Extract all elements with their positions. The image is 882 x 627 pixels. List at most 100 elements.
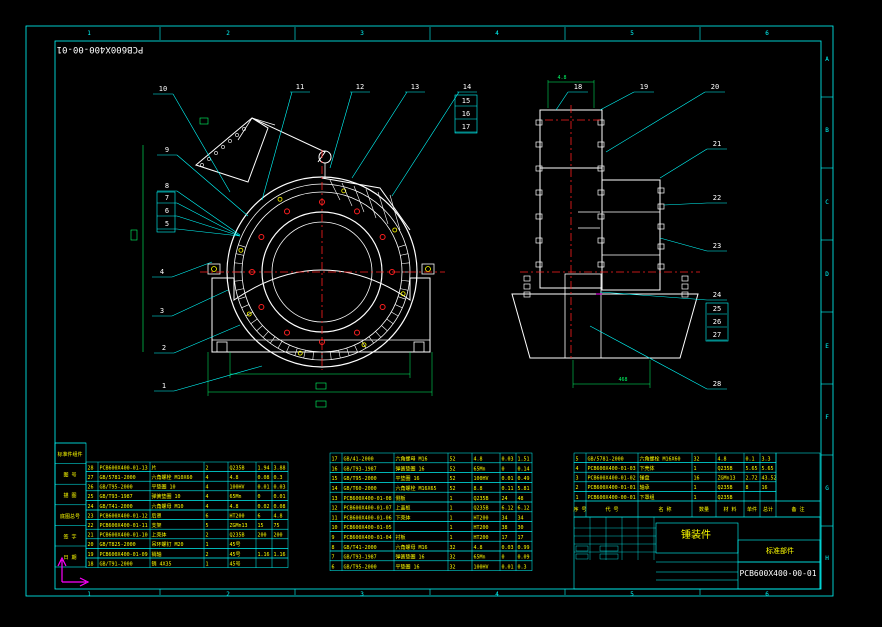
bom-cell: 六角螺母 M16 <box>396 456 428 463</box>
balloon-4: 4 <box>160 268 164 276</box>
leader-line <box>261 91 293 201</box>
leader-line <box>171 289 229 317</box>
bom-cell: PCB600X400-01-10 <box>100 533 148 539</box>
liner-tooth <box>270 336 276 344</box>
bom-cell: HT200 <box>474 535 489 541</box>
side-bolt-left <box>535 237 543 244</box>
liner-tooth <box>241 304 250 309</box>
side-bolt-left <box>535 213 543 220</box>
bom-cell: 2.72 <box>746 476 758 482</box>
balloon-7: 7 <box>165 194 169 202</box>
bom-cell: 1 <box>694 495 697 501</box>
bom-cell: 24 <box>88 504 94 510</box>
foot-bolt-right <box>413 341 425 353</box>
bom-cell: GB/5781-2000 <box>100 475 136 481</box>
bom-cell: GB/T95-2000 <box>100 485 133 491</box>
leader-line <box>173 324 241 354</box>
right-flange <box>421 263 435 275</box>
inner-border <box>54 40 822 590</box>
liner-tooth <box>381 325 388 332</box>
bom-cell: 6 <box>206 513 209 519</box>
bom-cell: 32 <box>450 545 456 551</box>
bom-cell: 52 <box>450 457 456 463</box>
bom-cell: 1 <box>450 506 453 512</box>
bom-cell: 4.8 <box>474 457 483 463</box>
bom-cell: 200 <box>274 533 283 539</box>
bom-cell: HT200 <box>474 515 489 521</box>
bom-row <box>329 560 533 571</box>
bom-cell: 52 <box>450 466 456 472</box>
bom-cell: 0.03 <box>502 457 514 463</box>
side-bolt-base <box>523 291 531 298</box>
bom-cell: 侧板 <box>396 495 406 502</box>
left-label: 底图总号 <box>60 513 80 520</box>
balloon-26: 26 <box>713 318 721 326</box>
balloon-18: 18 <box>574 83 582 91</box>
balloon-10: 10 <box>159 85 167 93</box>
bom-cell: 5.65 <box>746 466 758 472</box>
bom-cell: 32 <box>694 456 700 462</box>
liner-tooth <box>256 325 263 332</box>
balloon-23: 23 <box>713 242 721 250</box>
casing-bolt <box>297 350 303 356</box>
bom-cell: 0.11 <box>502 486 514 492</box>
zone-number-top: 6 <box>765 30 769 37</box>
zone-number-top: 1 <box>87 30 91 37</box>
foot-bolt-left <box>216 341 228 353</box>
hopper-bolt <box>214 151 218 155</box>
bom-cell: 0.1 <box>746 456 755 462</box>
bom-cell: 34 <box>518 515 524 521</box>
side-bolt-mid <box>597 261 605 268</box>
bom-cell: 16 <box>694 476 700 482</box>
bom-cell: 4.8 <box>230 504 239 510</box>
title-cell <box>599 553 619 560</box>
balloon-12: 12 <box>356 83 364 91</box>
left-label: 日 期 <box>63 555 76 561</box>
bom-cell: GB/T60-2000 <box>344 486 377 492</box>
bom-cell: PCB600X400-00-01 <box>588 495 636 501</box>
leader-line <box>659 237 708 252</box>
bom-cell: 100HV <box>474 476 489 482</box>
balloon-13: 13 <box>411 83 419 91</box>
bom-cell: 75 <box>274 523 280 529</box>
bom-cell: 1 <box>450 515 453 521</box>
bom-cell: 轴承 <box>640 484 650 491</box>
side-bolt-right <box>657 223 665 230</box>
side-bolt-base <box>681 283 689 290</box>
bom-cell: 8.8 <box>474 486 483 492</box>
bom-cell: 3.88 <box>274 465 286 471</box>
bom-cell: GB/T93-1987 <box>100 494 133 500</box>
rotor-bolt <box>379 234 386 240</box>
leader-line <box>173 365 263 392</box>
balloon-24: 24 <box>713 291 721 299</box>
title-number-box <box>737 561 821 590</box>
bom-cell: PCB600X400-01-09 <box>100 552 148 558</box>
balloon-22: 22 <box>713 194 721 202</box>
bom-cell: 片 <box>152 464 157 471</box>
bom-cell: 0.02 <box>258 504 270 510</box>
left-flange <box>207 263 221 275</box>
bom-cell: 15 <box>332 476 338 482</box>
bom-cell: 8 <box>332 545 335 551</box>
title-name-box <box>655 522 739 554</box>
bom-cell: GB/T93-1987 <box>344 466 377 472</box>
bom-cell: 16 <box>762 485 768 491</box>
rotor-bolt <box>284 208 290 215</box>
side-dim-top-text: 4.8 <box>557 75 566 81</box>
bom-cell: 14 <box>332 486 338 492</box>
hopper-bolt <box>200 163 204 167</box>
bom-cell: ZGMn13 <box>230 523 248 529</box>
bom-cell: 0 <box>502 555 505 561</box>
leader-line <box>589 325 708 390</box>
hopper-edge <box>237 117 276 141</box>
bom-cell: GB/T95-2000 <box>344 476 377 482</box>
bom-cell: Q235B <box>230 465 245 471</box>
truss-web <box>353 185 365 213</box>
liner-tooth <box>234 262 243 264</box>
bom-cell: 后罩 <box>152 512 162 519</box>
leader-line <box>599 291 708 301</box>
bom-header-cell: 总计 <box>763 506 773 513</box>
side-bolt-left <box>535 119 543 126</box>
ucs-x-arrow <box>79 577 90 587</box>
ucs-y-arrow <box>57 556 67 567</box>
